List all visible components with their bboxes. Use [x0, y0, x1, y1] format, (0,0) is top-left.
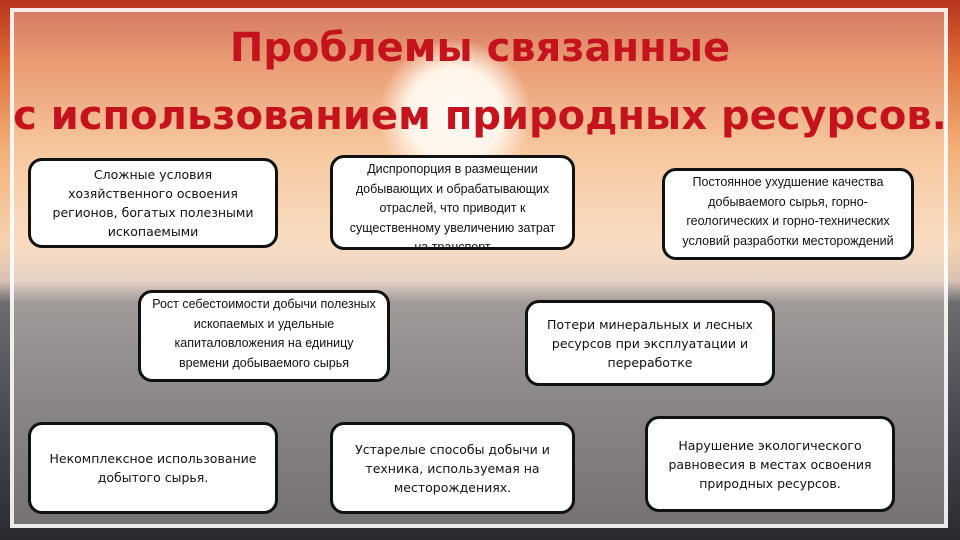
problem-box: Сложные условия хозяйственного освоения … [28, 158, 278, 248]
problem-box: Рост себестоимости добычи полезных ископ… [138, 290, 390, 382]
problem-box: Устарелые способы добычи и техника, испо… [330, 422, 575, 514]
problem-box: Нарушение экологического равновесия в ме… [645, 416, 895, 512]
slide-title-line2: с использованием природных ресурсов. [13, 93, 947, 139]
problem-box: Потери минеральных и лесных ресурсов при… [525, 300, 775, 386]
problem-box: Диспропорция в размещении добывающих и о… [330, 155, 575, 250]
slide-title-line1: Проблемы связанные [229, 25, 731, 71]
problem-box: Некомплексное использование добытого сыр… [28, 422, 278, 514]
problem-box: Постоянное ухудшение качества добываемог… [662, 168, 914, 260]
